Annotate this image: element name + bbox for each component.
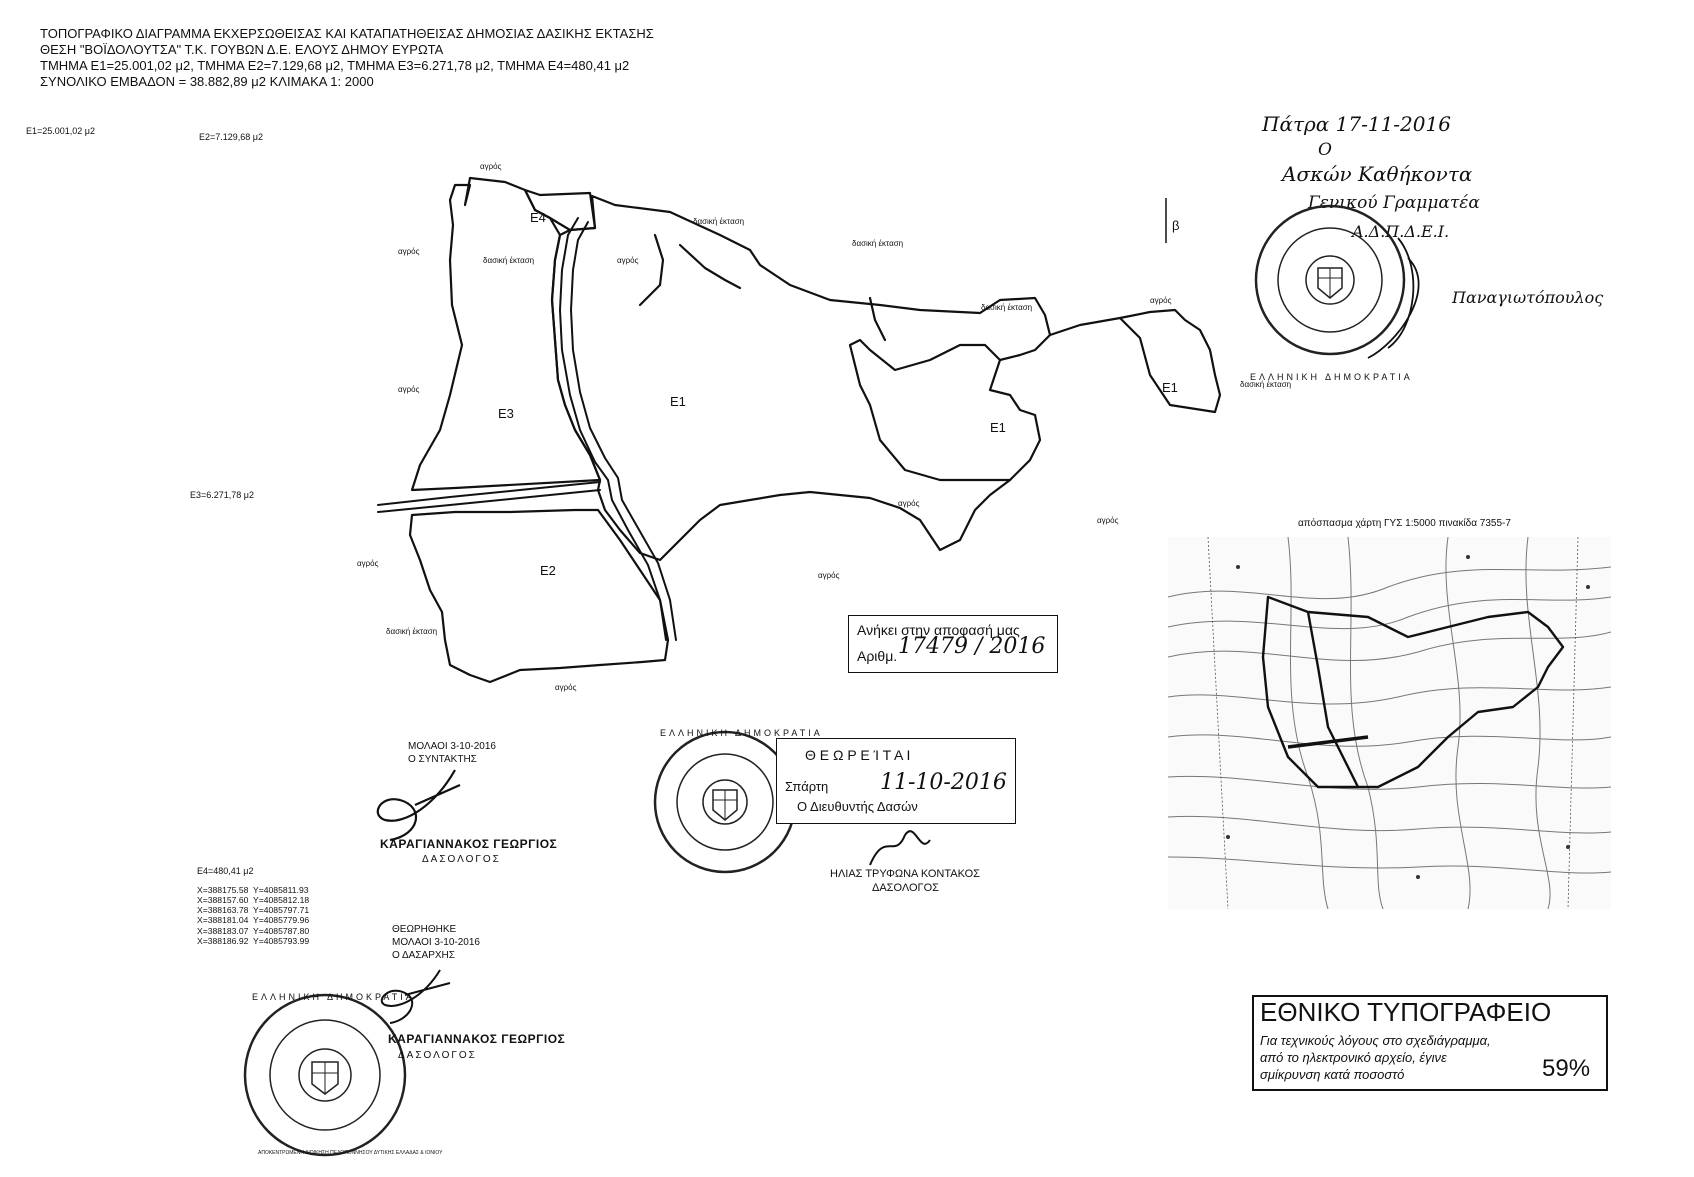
handwritten-name: Παναγιωτόπουλος xyxy=(1452,288,1604,307)
handwritten-o: Ο xyxy=(1318,140,1332,160)
sparti-header: Θ Ε Ω Ρ Ε Ί Τ Α Ι xyxy=(805,747,911,763)
coord-e4-title: E4=480,41 μ2 xyxy=(197,866,254,876)
approved-title: ΔΑΣΟΛΟΓΟΣ xyxy=(398,1050,477,1061)
minimap-gys-extract xyxy=(1168,537,1611,909)
npo-line1: Για τεχνικούς λόγους στο σχεδιάγραμμα, xyxy=(1260,1033,1491,1048)
coord-row: X=388163.78 Y=4085797.71 xyxy=(197,905,310,916)
road-ew-line1 xyxy=(377,481,601,506)
road-west-line2 xyxy=(569,221,677,641)
land-label-dasiki: δασική έκταση xyxy=(981,303,1033,312)
composer-place-date: ΜΟΛΑΟΙ 3-10-2016 xyxy=(408,741,496,752)
approved-name: ΚΑΡΑΓΙΑΝΝΑΚΟΣ ΓΕΩΡΓΙΟΣ xyxy=(388,1032,566,1046)
land-label-agros: αγρός xyxy=(555,683,577,692)
approved-header: ΘΕΩΡΗΘΗΚΕ xyxy=(392,924,457,935)
header-location: ΘΕΣΗ "ΒΟΪΔΟΛΟΥΤΣΑ" Τ.Κ. ΓΟΥΒΩΝ Δ.Ε. ΕΛΟΥ… xyxy=(40,42,444,57)
zone-label-e3: E3 xyxy=(498,406,514,421)
npo-line2: από το ηλεκτρονικό αρχείο, έγινε xyxy=(1260,1050,1447,1065)
land-label-agros: αγρός xyxy=(398,247,420,256)
land-label-dasiki: δασική έκταση xyxy=(386,627,438,636)
parcel-e1-inner-boundary xyxy=(848,338,1012,482)
handwritten-duty: Ασκών Καθήκοντα xyxy=(1282,162,1473,186)
land-label-agros: αγρός xyxy=(818,571,840,580)
npo-title: ΕΘΝΙΚΟ ΤΥΠΟΓΡΑΦΕΙΟ xyxy=(1260,997,1552,1027)
composer-title: ΔΑΣΟΛΟΓΟΣ xyxy=(422,854,501,865)
parcel-e1-east-connector xyxy=(1048,316,1122,337)
sparti-role: Ο Διευθυντής Δασών xyxy=(797,799,918,814)
sparti-place: Σπάρτη xyxy=(785,779,829,794)
approved-signature xyxy=(380,969,451,1024)
coord-row: X=388157.60 Y=4085812.18 xyxy=(197,895,310,906)
land-label-agros: αγρός xyxy=(398,385,420,394)
approved-role: Ο ΔΑΣΑΡΧΗΣ xyxy=(392,950,455,961)
coord-row: X=388175.58 Y=4085811.93 xyxy=(197,885,309,895)
seal-bottom-outer-text: ΕΛΛΗΝΙΚΗ ΔΗΜΟΚΡΑΤΙΑ xyxy=(252,992,415,1002)
coord-row: X=388186.92 Y=4085793.99 xyxy=(197,935,310,946)
coord-e1-title: E1=25.001,02 μ2 xyxy=(26,126,95,136)
land-label-agros: αγρός xyxy=(480,162,502,171)
parcel-e2-boundary xyxy=(408,508,670,684)
sparti-date-handwritten: 11-10-2016 xyxy=(880,770,1007,795)
road-ew-line2 xyxy=(377,489,601,513)
npo-line3: σμίκρυνση κατά ποσοστό xyxy=(1260,1067,1405,1082)
handwritten-date: Πάτρα 17-11-2016 xyxy=(1262,112,1451,136)
composer-name: ΚΑΡΑΓΙΑΝΝΑΚΟΣ ΓΕΩΡΓΙΟΣ xyxy=(380,837,558,851)
decision-number-handwritten: 17479 / 2016 xyxy=(898,634,1046,659)
coord-e3-title: E3=6.271,78 μ2 xyxy=(190,490,254,500)
zone-label-e1-middle: E1 xyxy=(990,420,1006,435)
north-arrow-label: β xyxy=(1172,218,1180,233)
road-west-line1 xyxy=(558,217,667,641)
zone-label-e2: E2 xyxy=(540,563,556,578)
zone-label-e4: E4 xyxy=(530,210,546,225)
minimap-caption: απόσπασμα χάρτη ΓΥΣ 1:5000 πινακίδα 7355… xyxy=(1298,518,1511,529)
parcel-e1-boundary xyxy=(550,194,1052,562)
land-label-dasiki: δασική έκταση xyxy=(483,256,535,265)
zone-label-e1-east: E1 xyxy=(1162,380,1178,395)
decision-line: Ανήκει στην αποφασή μας xyxy=(857,622,1020,638)
seal-bottom-inner-text: ΑΠΟΚΕΝΤΡΩΜΕΝΗ ΔΙΟΙΚΗΣΗ ΠΕΛΟΠΟΝΝΗΣΟΥ ΔΥΤΙ… xyxy=(258,1150,443,1156)
parcel-e1-east-boundary xyxy=(1118,308,1222,414)
land-label-dasiki: δασική έκταση xyxy=(693,217,745,226)
handwritten-role2: Α.Δ.Π.Δ.Ε.Ι. xyxy=(1352,222,1450,241)
composer-role: Ο ΣΥΝΤΑΚΤΗΣ xyxy=(408,754,477,765)
land-label-agros: αγρός xyxy=(898,499,920,508)
sparti-approval-box: Θ Ε Ω Ρ Ε Ί Τ Α Ι Σπάρτη Ο Διευθυντής Δα… xyxy=(776,738,1016,824)
sparti-name: ΗΛΙΑΣ ΤΡΥΦΩΝΑ ΚΟΝΤΑΚΟΣ xyxy=(830,868,980,880)
sparti-signature xyxy=(869,830,931,866)
approved-place-date: ΜΟΛΑΟΙ 3-10-2016 xyxy=(392,937,480,948)
seal-bottom xyxy=(243,993,407,1157)
sparti-title: ΔΑΣΟΛΟΓΟΣ xyxy=(872,882,939,894)
document-header: ΤΟΠΟΓΡΑΦΙΚΟ ΔΙΑΓΡΑΜΜΑ ΕΚΧΕΡΣΩΘΕΙΣΑΣ ΚΑΙ … xyxy=(40,26,654,90)
zone-label-e1-main: E1 xyxy=(670,394,686,409)
seal-secretary-text: ΕΛΛΗΝΙΚΗ ΔΗΜΟΚΡΑΤΙΑ xyxy=(1250,372,1413,382)
land-label-agros: αγρός xyxy=(1097,516,1119,525)
seal-middle-text: ΕΛΛΗΝΙΚΗ ΔΗΜΟΚΡΑΤΙΑ xyxy=(660,728,823,738)
land-label-dasiki: δασική έκταση xyxy=(852,239,904,248)
land-label-agros: αγρός xyxy=(1150,296,1172,305)
decision-label: Αριθμ. xyxy=(857,648,898,664)
seal-secretary xyxy=(1254,204,1420,359)
coord-e2-title: E2=7.129,68 μ2 xyxy=(199,132,263,142)
npo-percent: 59% xyxy=(1542,1055,1591,1082)
decision-box: Ανήκει στην αποφασή μας Αριθμ. xyxy=(848,615,1058,673)
composer-signature xyxy=(376,769,461,842)
national-printing-office-box: ΕΘΝΙΚΟ ΤΥΠΟΓΡΑΦΕΙΟ Για τεχνικούς λόγους … xyxy=(1252,995,1608,1091)
coord-row: X=388183.07 Y=4085787.80 xyxy=(197,925,310,936)
land-label-dasiki: δασική έκταση xyxy=(1240,380,1292,389)
land-label-agros: αγρός xyxy=(357,559,379,568)
header-areas: ΤΜΗΜΑ Ε1=25.001,02 μ2, ΤΜΗΜΑ Ε2=7.129,68… xyxy=(40,58,630,73)
header-total: ΣΥΝΟΛΙΚΟ ΕΜΒΑΔΟΝ = 38.882,89 μ2 ΚΛΙΜΑΚΑ … xyxy=(40,74,374,89)
land-label-agros: αγρός xyxy=(617,256,639,265)
header-title: ΤΟΠΟΓΡΑΦΙΚΟ ΔΙΑΓΡΑΜΜΑ ΕΚΧΕΡΣΩΘΕΙΣΑΣ ΚΑΙ … xyxy=(40,26,654,41)
coord-row: X=388181.04 Y=4085779.96 xyxy=(197,915,310,926)
